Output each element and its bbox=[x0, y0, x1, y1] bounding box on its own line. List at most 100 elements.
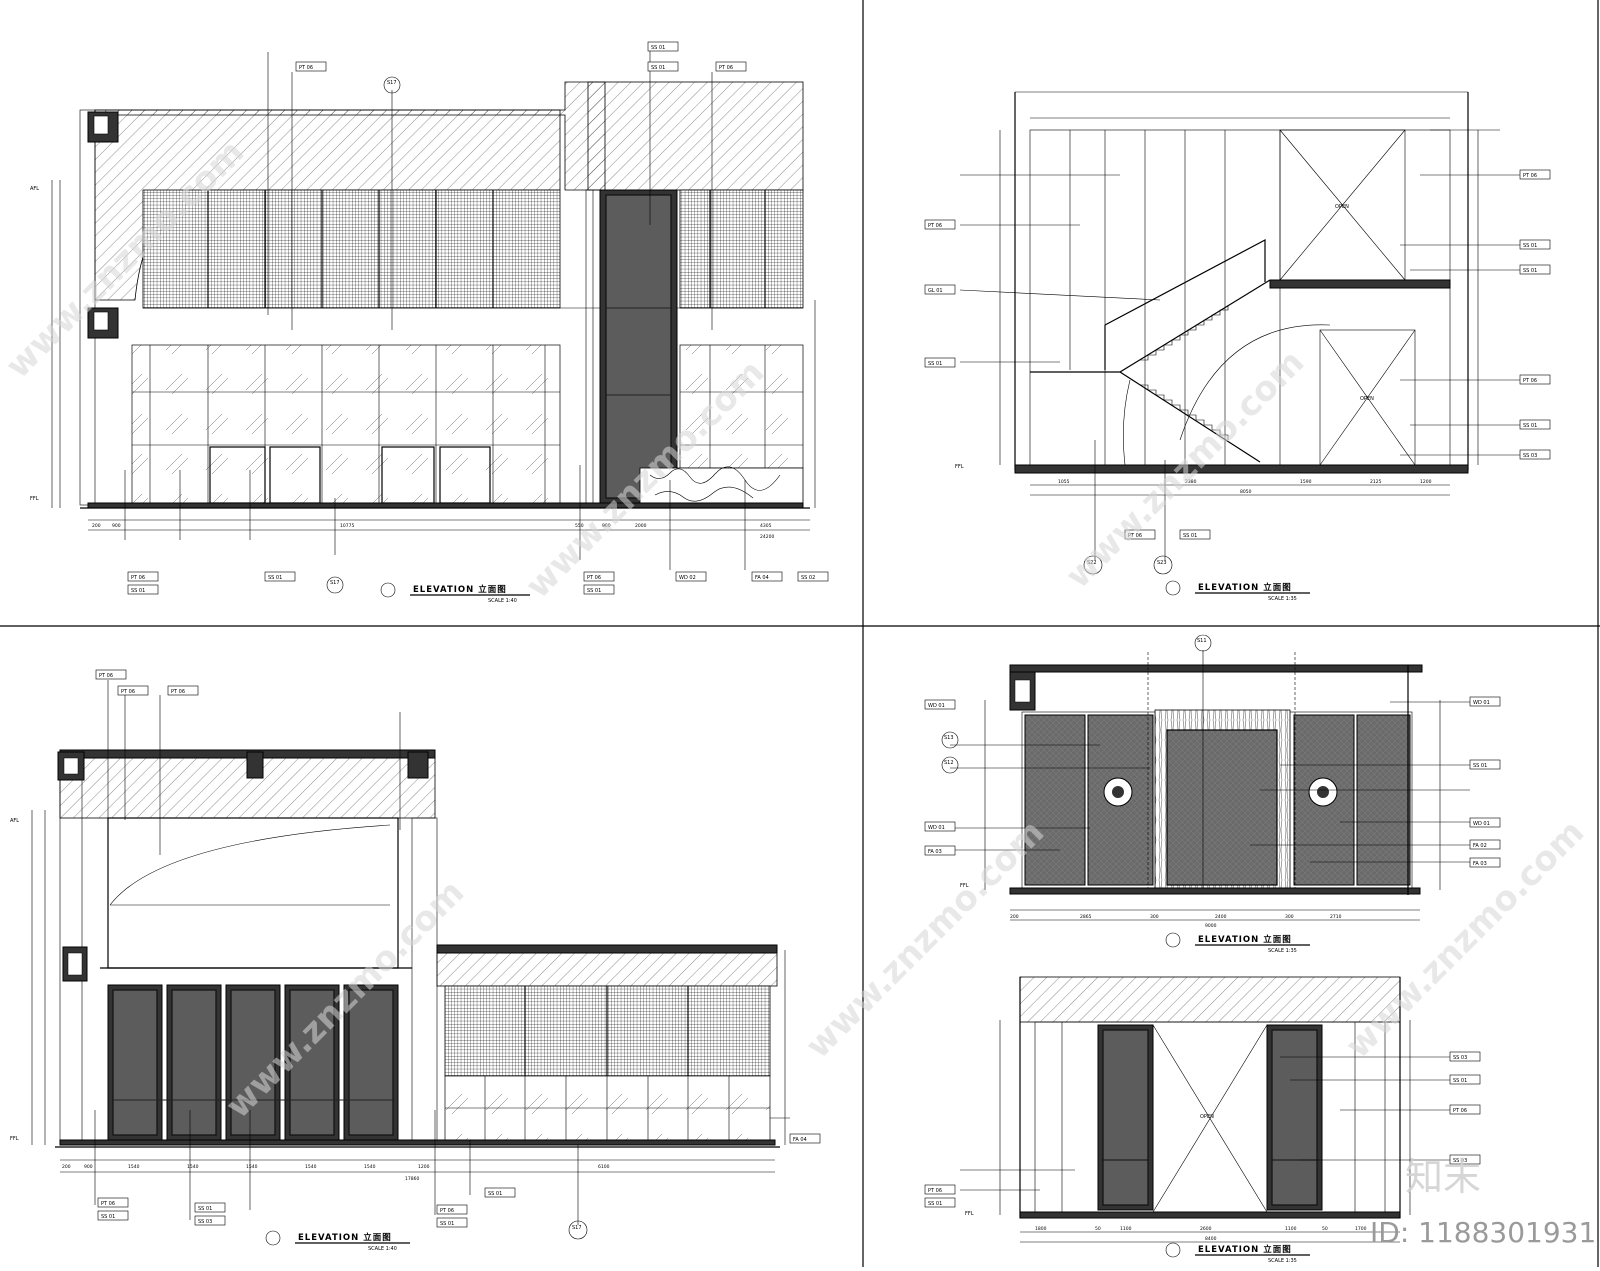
brand-logo-text: 知末 bbox=[1405, 1155, 1481, 1199]
tag-ss01e-e1: SS 01 bbox=[268, 575, 282, 581]
tag-ss01d-e3: SS 01 bbox=[488, 1191, 502, 1197]
tag-ss01d-e1: SS 01 bbox=[131, 588, 145, 594]
tag-ss03-e2: SS 03 bbox=[1523, 453, 1537, 459]
level-ffl-e2: FFL bbox=[955, 464, 964, 470]
dim-e3-0: 200 bbox=[62, 1164, 71, 1170]
dim-e5-6: 1700 bbox=[1355, 1226, 1367, 1232]
dim-e1-1: 900 bbox=[112, 523, 121, 529]
title-mark-e1 bbox=[380, 582, 396, 598]
level-ffl-e1: FFL bbox=[30, 496, 39, 502]
section-mark-s23-label: S23 bbox=[1157, 560, 1167, 566]
dim-e4-2: 300 bbox=[1150, 914, 1159, 920]
level-afl-e3: AFL bbox=[10, 818, 19, 824]
open-label-e2-lower: OPEN bbox=[1360, 396, 1374, 402]
section-mark-s22-label: S22 bbox=[1087, 560, 1097, 566]
dim-e1-6: 4305 bbox=[760, 523, 772, 529]
tag-pt06-e3: PT 06 bbox=[99, 673, 113, 679]
dim-e1-7: 24200 bbox=[760, 534, 774, 540]
dim-e3-8: 6100 bbox=[598, 1164, 610, 1170]
tag-wd01-e4: WD 01 bbox=[928, 703, 945, 709]
dim-e4-0: 200 bbox=[1010, 914, 1019, 920]
tag-pt06c-e2: PT 06 bbox=[1523, 378, 1537, 384]
dim-e3-7: 1200 bbox=[418, 1164, 430, 1170]
dim-e5-1: 50 bbox=[1095, 1226, 1101, 1232]
tag-ss01b-e1: SS 01 bbox=[651, 65, 665, 71]
dim-e2-4: 1200 bbox=[1420, 479, 1432, 485]
dim-e3-9: 17860 bbox=[405, 1176, 419, 1182]
elevation-4: 200 2865 300 2400 300 2710 9000 WD 01 WD… bbox=[924, 634, 1501, 954]
tag-ss01c-e3: SS 01 bbox=[440, 1221, 454, 1227]
section-mark-e1-bottom-label: S17 bbox=[330, 580, 340, 586]
tag-pt06-e5: PT 06 bbox=[928, 1188, 942, 1194]
dim-e5-7: 8400 bbox=[1205, 1236, 1217, 1242]
tag-fa03b-e4: FA 03 bbox=[1473, 861, 1487, 867]
tag-pt06d-e3: PT 06 bbox=[101, 1201, 115, 1207]
scale-e3: SCALE 1:40 bbox=[368, 1246, 397, 1252]
dim-e2-0: 1055 bbox=[1058, 479, 1070, 485]
dim-e2-2: 1590 bbox=[1300, 479, 1312, 485]
tag-wd01b-e4: WD 01 bbox=[928, 825, 945, 831]
dim-e2-5: 8050 bbox=[1240, 489, 1252, 495]
title-mark-e4 bbox=[1165, 932, 1181, 948]
dim-e1-2: 10775 bbox=[340, 523, 354, 529]
tag-ss01f-e1: SS 01 bbox=[587, 588, 601, 594]
tag-pt06b-e3: PT 06 bbox=[121, 689, 135, 695]
tag-ss03-e3: SS 03 bbox=[198, 1219, 212, 1225]
e1-tags: PT 06 SS 01 SS 01 PT 06 PT 06 SS 01 SS 0… bbox=[127, 41, 829, 595]
scale-e1: SCALE 1:40 bbox=[488, 598, 517, 604]
dim-e5-5: 50 bbox=[1322, 1226, 1328, 1232]
title-e4: ELEVATION 立面图 bbox=[1198, 934, 1292, 945]
scale-e5: SCALE 1:35 bbox=[1268, 1258, 1297, 1264]
e5-tags: PT 06 SS 01 SS 03 SS 01 PT 06 SS 03 bbox=[924, 1051, 1481, 1208]
tag-fa04-e3: FA 04 bbox=[793, 1137, 807, 1143]
e2-tags: PT 06 GL 01 SS 01 PT 06 SS 01 SS 01 PT 0… bbox=[924, 169, 1551, 540]
elevation-5: OPEN 1800 50 1100 2600 1100 50 1700 8400… bbox=[924, 976, 1481, 1264]
dim-e1-5: 2000 bbox=[635, 523, 647, 529]
dim-e5-2: 1100 bbox=[1120, 1226, 1132, 1232]
tag-ss01-e1: SS 01 bbox=[651, 45, 665, 51]
elevation-2: OPEN OPEN 1055 2380 1590 2125 12 bbox=[924, 91, 1551, 602]
brand-logo: 知末 bbox=[1405, 1155, 1481, 1199]
tag-ss03-e5: SS 03 bbox=[1453, 1055, 1467, 1061]
section-mark-s22 bbox=[1083, 555, 1103, 575]
dim-e3-1: 900 bbox=[84, 1164, 93, 1170]
title-e3: ELEVATION 立面图 bbox=[298, 1232, 392, 1243]
tag-wd02-e1: WD 02 bbox=[679, 575, 696, 581]
tag-pt06e-e3: PT 06 bbox=[440, 1208, 454, 1214]
tag-pt06c-e1: PT 06 bbox=[719, 65, 733, 71]
title-e2: ELEVATION 立面图 bbox=[1198, 582, 1292, 593]
title-e5: ELEVATION 立面图 bbox=[1198, 1244, 1292, 1255]
dim-e4-3: 2400 bbox=[1215, 914, 1227, 920]
dim-e1-0: 200 bbox=[92, 523, 101, 529]
tag-pt06d-e1: PT 06 bbox=[131, 575, 145, 581]
tag-ss01d-e2: SS 01 bbox=[1523, 423, 1537, 429]
elevation-3: 200 900 1540 1540 1540 1540 1540 1200 61… bbox=[10, 669, 821, 1252]
tag-wd01c-e4: WD 01 bbox=[1473, 700, 1490, 706]
title-mark-e2 bbox=[1165, 580, 1181, 596]
section-mark-e1-top-label: S17 bbox=[387, 80, 397, 86]
tag-wd01d-e4: WD 01 bbox=[1473, 821, 1490, 827]
tag-pt06d-e2: PT 06 bbox=[1128, 533, 1142, 539]
tag-ss01b-e3: SS 01 bbox=[198, 1206, 212, 1212]
open-label-e2-upper: OPEN bbox=[1335, 204, 1349, 210]
title-mark-e3 bbox=[265, 1230, 281, 1246]
tag-ss01b-e2: SS 01 bbox=[1523, 243, 1537, 249]
scale-e2: SCALE 1:35 bbox=[1268, 596, 1297, 602]
tag-ss01-e5: SS 01 bbox=[928, 1201, 942, 1207]
image-id: ID: 1188301931 bbox=[1370, 1216, 1596, 1249]
dim-e5-3: 2600 bbox=[1200, 1226, 1212, 1232]
section-mark-e3-label: S17 bbox=[572, 1225, 582, 1231]
section-mark-e1-bottom bbox=[326, 576, 344, 594]
tag-ss01e-e2: SS 01 bbox=[1183, 533, 1197, 539]
section-mark-e3 bbox=[568, 1220, 588, 1240]
dim-e3-5: 1540 bbox=[305, 1164, 317, 1170]
elevation-1: 200 900 10775 550 900 2000 4305 24200 PT… bbox=[30, 41, 829, 604]
tag-gl01-e2: GL 01 bbox=[928, 288, 943, 294]
section-mark-s12 bbox=[941, 756, 959, 774]
tag-pt06b-e5: PT 06 bbox=[1453, 1108, 1467, 1114]
tag-pt06-e1: PT 06 bbox=[299, 65, 313, 71]
section-mark-s13 bbox=[941, 731, 959, 749]
tag-ss01c-e2: SS 01 bbox=[1523, 268, 1537, 274]
dim-e5-4: 1100 bbox=[1285, 1226, 1297, 1232]
scale-e4: SCALE 1:35 bbox=[1268, 948, 1297, 954]
